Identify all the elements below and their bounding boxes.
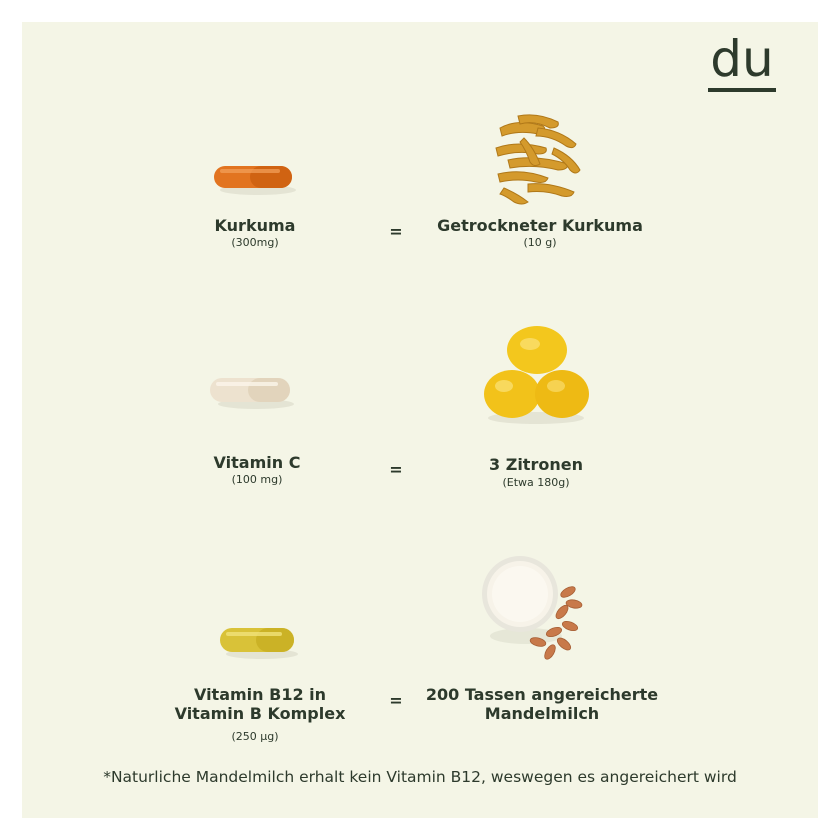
lemons-label: 3 Zitronen bbox=[489, 455, 583, 474]
brand-logo: du bbox=[710, 30, 774, 88]
lemons-amount: (Etwa 180g) bbox=[502, 476, 570, 489]
almond-milk-label-line1: 200 Tassen angereicherte bbox=[425, 685, 659, 704]
equals-sign-1: = bbox=[389, 222, 403, 241]
brand-logo-underline bbox=[708, 88, 776, 92]
kurkuma-dose: (300mg) bbox=[231, 236, 279, 249]
vitamin-b12-label-line1: Vitamin B12 in bbox=[193, 685, 327, 704]
dried-turmeric-icon bbox=[495, 114, 581, 205]
vitamin-b12-dose: (250 µg) bbox=[231, 730, 279, 743]
dried-turmeric-amount: (10 g) bbox=[523, 236, 557, 249]
almond-milk-icon bbox=[482, 556, 583, 660]
orange-capsule-icon bbox=[214, 166, 296, 195]
beige-capsule-icon bbox=[210, 378, 294, 409]
equals-sign-3: = bbox=[389, 691, 403, 710]
vitamin-b12-label-line2: Vitamin B Komplex bbox=[174, 704, 346, 723]
lemons-icon bbox=[484, 326, 589, 424]
yellow-capsule-icon bbox=[220, 628, 298, 659]
equals-sign-2: = bbox=[389, 460, 403, 479]
infographic-panel bbox=[22, 22, 818, 818]
footnote: *Naturliche Mandelmilch erhalt kein Vita… bbox=[103, 768, 737, 786]
kurkuma-label: Kurkuma bbox=[214, 216, 296, 235]
vitamin-c-label: Vitamin C bbox=[213, 453, 301, 472]
almond-milk-label-line2: Mandelmilch bbox=[484, 704, 600, 723]
dried-turmeric-label: Getrockneter Kurkuma bbox=[437, 216, 643, 235]
vitamin-c-dose: (100 mg) bbox=[231, 473, 283, 486]
